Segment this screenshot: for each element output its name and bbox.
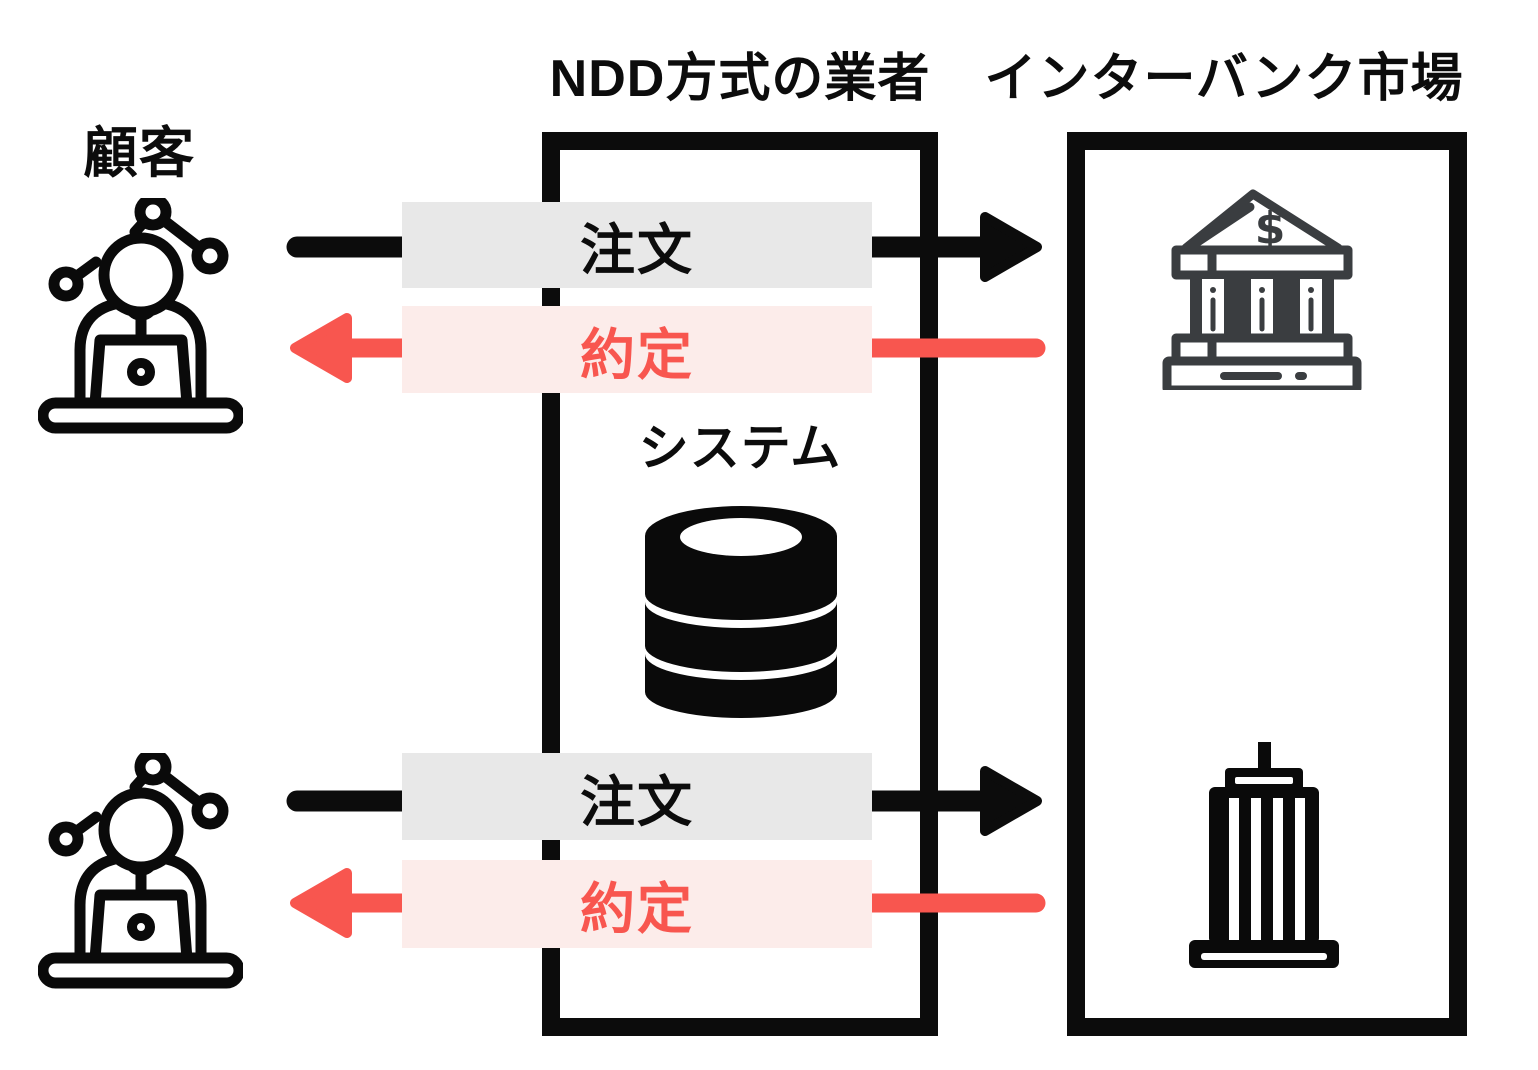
customer-label: 顧客 [82, 122, 195, 184]
bank-icon: $ [1162, 189, 1362, 390]
order-band: 注文 [402, 753, 872, 840]
order-band: 注文 [402, 202, 872, 288]
customer-icon [38, 198, 243, 434]
execution-band: 約定 [402, 860, 872, 948]
execution-label: 約定 [579, 323, 694, 386]
market-box [1067, 132, 1467, 1036]
order-label: 注文 [579, 219, 694, 281]
office-building-icon [1189, 742, 1339, 968]
svg-text:$: $ [1255, 203, 1286, 254]
system-label: システム [638, 420, 842, 476]
execution-band: 約定 [402, 306, 872, 393]
market-title: インターバンク市場 [984, 50, 1464, 108]
broker-title: NDD方式の業者 [549, 50, 931, 108]
order-label: 注文 [579, 770, 694, 833]
customer-icon [38, 753, 243, 989]
database-icon [645, 506, 837, 718]
execution-label: 約定 [579, 878, 694, 940]
